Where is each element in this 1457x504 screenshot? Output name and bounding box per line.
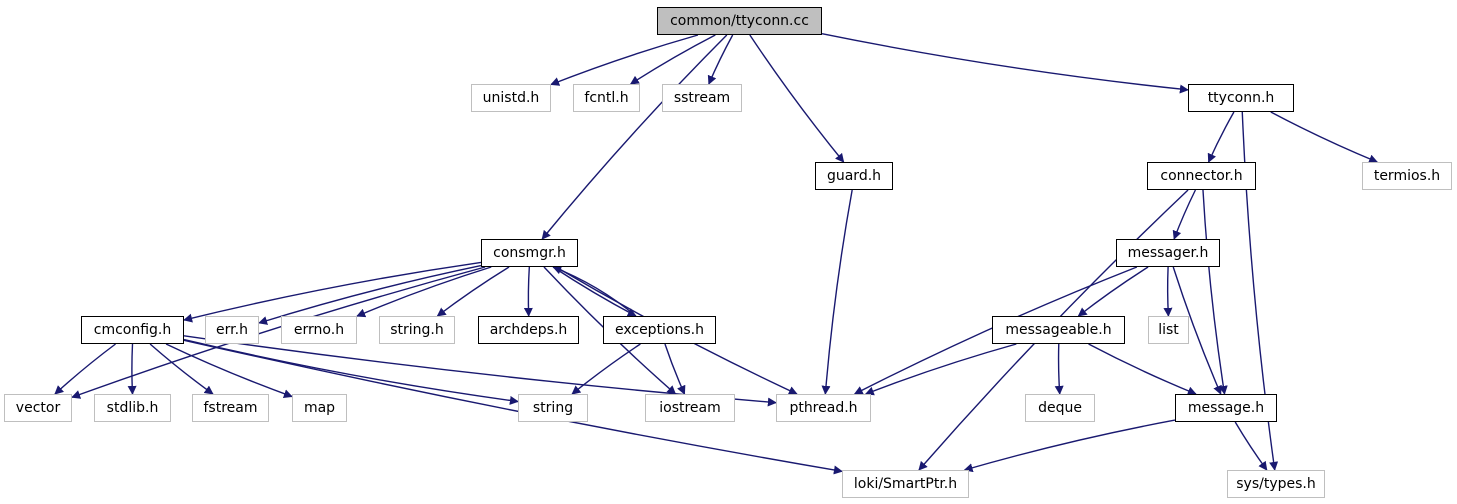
edge-ttyconn-cc-to-fcntl <box>629 34 716 85</box>
edge-consmgr-to-vector <box>71 266 486 399</box>
node-pthread-h[interactable]: pthread.h <box>776 394 871 422</box>
edge-consmgr-to-exceptions <box>552 266 637 317</box>
edge-messageable-to-pthread <box>864 343 1017 396</box>
node-sys-types-h[interactable]: sys/types.h <box>1227 470 1325 498</box>
node-archdeps-h[interactable]: archdeps.h <box>478 316 579 344</box>
node-fcntl-h[interactable]: fcntl.h <box>573 84 640 112</box>
node-exceptions-h[interactable]: exceptions.h <box>603 316 716 344</box>
node-string[interactable]: string <box>518 394 588 422</box>
edge-connector-to-message <box>1202 189 1228 395</box>
node-messageable-h[interactable]: messageable.h <box>992 316 1125 344</box>
edge-ttyconn-cc-to-ttyconn-h <box>821 32 1189 94</box>
node-consmgr-h[interactable]: consmgr.h <box>481 239 578 267</box>
node-guard-h[interactable]: guard.h <box>815 162 893 190</box>
edge-messageable-to-message <box>1088 343 1197 396</box>
edge-cmconfig-to-pthread <box>183 335 777 407</box>
edge-ttyconn-cc-to-unistd <box>550 34 699 86</box>
edge-consmgr-to-cmconfig <box>183 261 482 323</box>
node-ttyconn-h[interactable]: ttyconn.h <box>1188 84 1294 112</box>
edge-exceptions-to-iostream <box>664 343 686 395</box>
edge-consmgr-to-archdeps <box>523 266 533 317</box>
node-sstream[interactable]: sstream <box>662 84 742 112</box>
node-unistd-h[interactable]: unistd.h <box>471 84 551 112</box>
edge-consmgr-to-string-h <box>436 266 510 317</box>
node-loki-smartptr-h[interactable]: loki/SmartPtr.h <box>842 470 969 498</box>
node-map[interactable]: map <box>292 394 347 422</box>
node-errno-h[interactable]: errno.h <box>281 316 357 344</box>
node-fstream[interactable]: fstream <box>192 394 269 422</box>
node-cmconfig-h[interactable]: cmconfig.h <box>81 316 184 344</box>
edge-guard-to-pthread <box>821 189 853 395</box>
edge-cmconfig-to-stdlib <box>127 343 137 395</box>
node-vector[interactable]: vector <box>4 394 72 422</box>
edge-ttyconn-cc-to-guard <box>749 34 845 163</box>
node-deque[interactable]: deque <box>1025 394 1095 422</box>
edge-ttyconn-h-to-systypes <box>1241 111 1279 471</box>
node-list[interactable]: list <box>1148 316 1189 344</box>
edge-cmconfig-to-map <box>165 343 293 399</box>
edge-connector-to-messager <box>1172 189 1197 240</box>
edge-cmconfig-to-vector <box>54 343 116 395</box>
edge-exceptions-to-string <box>571 343 641 395</box>
node-iostream[interactable]: iostream <box>645 394 735 422</box>
edge-consmgr-to-errno <box>356 266 492 318</box>
edge-ttyconn-cc-to-sstream <box>707 34 734 85</box>
edge-message-to-systypes <box>1234 421 1268 471</box>
edge-ttyconn-cc-to-consmgr <box>541 34 728 240</box>
node-string-h[interactable]: string.h <box>379 316 455 344</box>
node-termios-h[interactable]: termios.h <box>1362 162 1452 190</box>
node-message-h[interactable]: message.h <box>1175 394 1277 422</box>
edge-messageable-to-deque <box>1054 343 1064 395</box>
edge-messager-to-messageable <box>1077 266 1149 317</box>
edge-cmconfig-to-fstream <box>149 343 214 395</box>
edge-messager-to-list <box>1163 266 1173 317</box>
edge-ttyconn-h-to-connector <box>1207 111 1235 163</box>
node-connector-h[interactable]: connector.h <box>1147 162 1256 190</box>
edge-cmconfig-to-smartptr <box>183 339 843 475</box>
edge-ttyconn-h-to-termios <box>1270 111 1379 164</box>
edge-exceptions-to-consmgr <box>552 265 637 317</box>
edge-cmconfig-to-string <box>183 338 519 405</box>
node-stdlib-h[interactable]: stdlib.h <box>94 394 171 422</box>
edge-consmgr-to-err <box>258 264 482 325</box>
node-ttyconn-cc[interactable]: common/ttyconn.cc <box>657 7 822 35</box>
edge-messager-to-message <box>1172 266 1222 395</box>
node-messager-h[interactable]: messager.h <box>1116 239 1220 267</box>
edge-message-to-smartptr <box>963 419 1176 473</box>
node-err-h[interactable]: err.h <box>205 316 259 344</box>
